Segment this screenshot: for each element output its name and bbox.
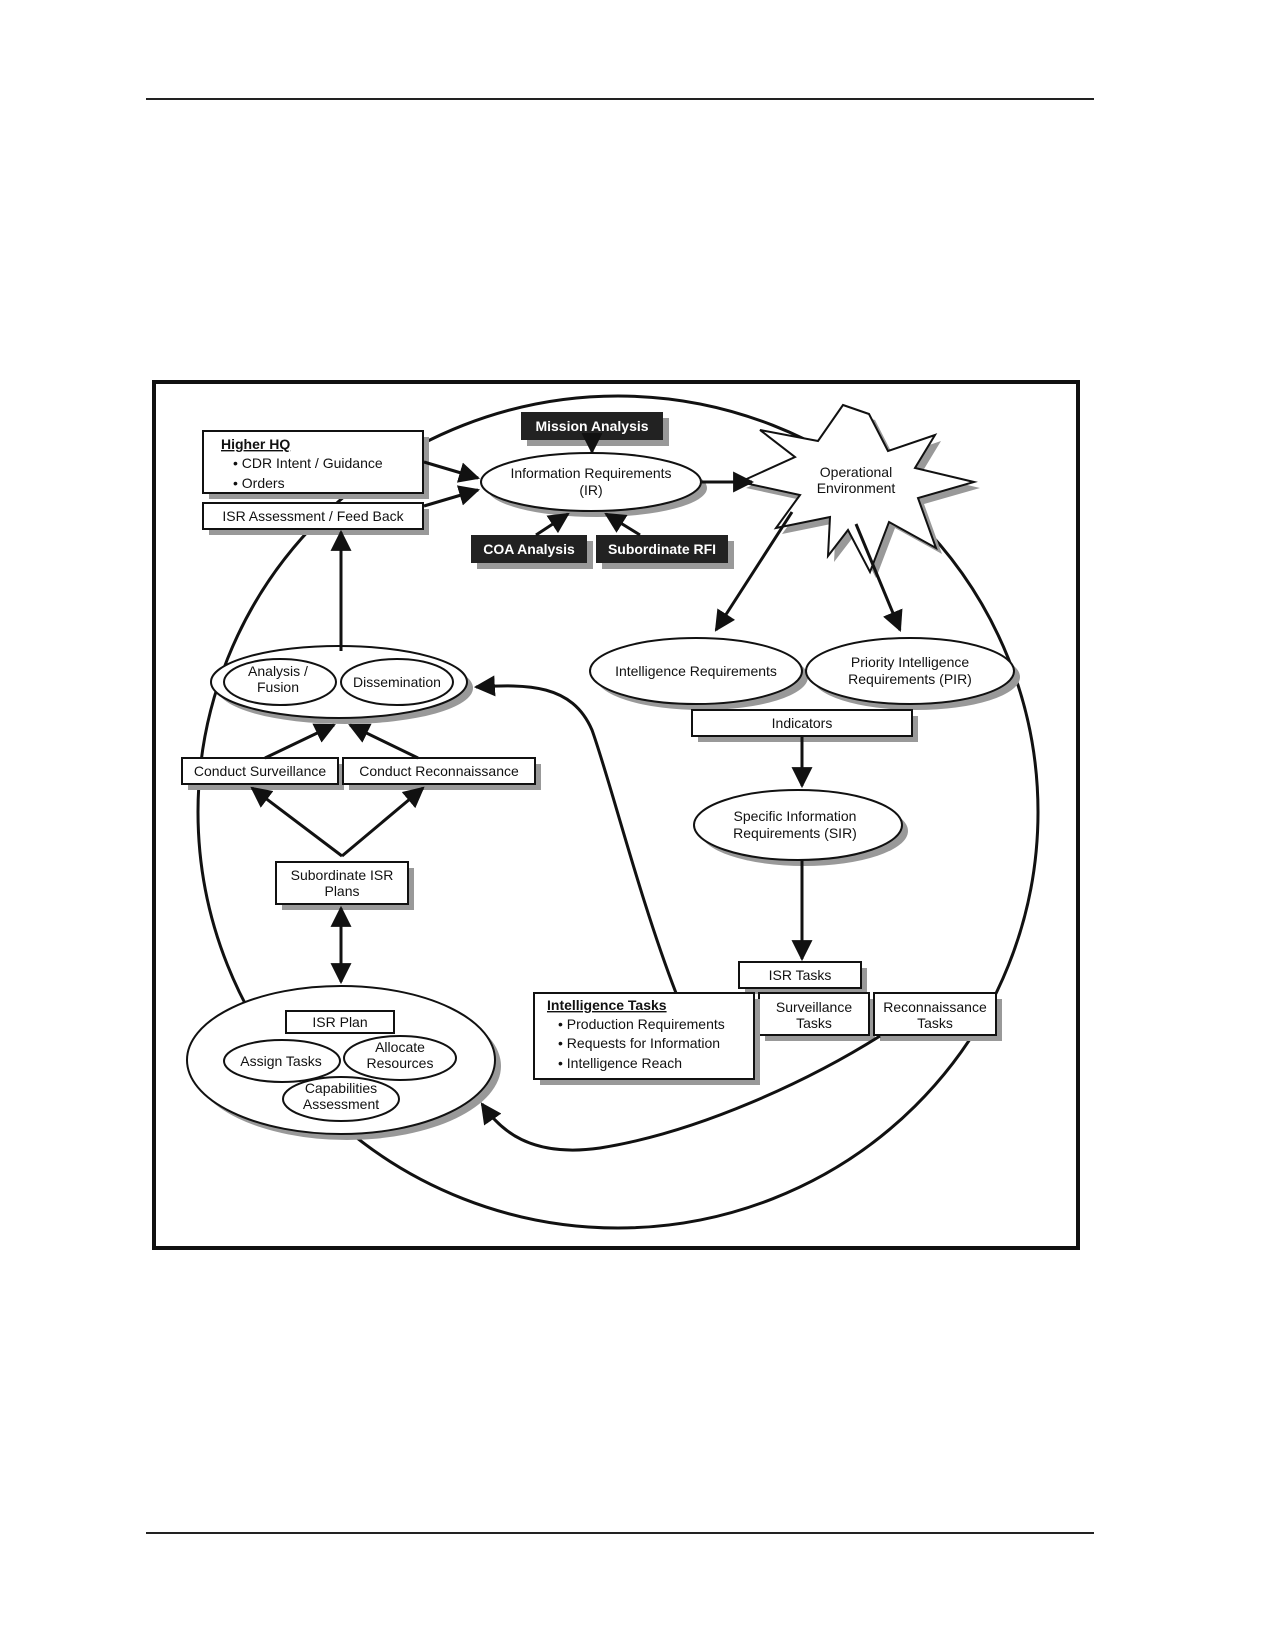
reconnaissance-tasks-box: Reconnaissance Tasks xyxy=(873,992,1002,1041)
conduct-surveillance-label: Conduct Surveillance xyxy=(194,763,327,779)
higher-hq-bullet-2: • Orders xyxy=(233,475,285,491)
subordinate-rfi-label: Subordinate RFI xyxy=(608,541,716,557)
isr-assessment-label: ISR Assessment / Feed Back xyxy=(222,508,404,524)
reconnaissance-tasks-line-2: Tasks xyxy=(917,1015,953,1031)
intelligence-tasks-box: Intelligence Tasks • Production Requirem… xyxy=(533,992,760,1085)
intelligence-tasks-bullet-3: • Intelligence Reach xyxy=(558,1055,682,1071)
isr-plan-title: ISR Plan xyxy=(312,1014,367,1030)
oe-label-line-2: Environment xyxy=(817,480,896,496)
ir-label-line-2: (IR) xyxy=(579,482,602,498)
conduct-reconnaissance-label: Conduct Reconnaissance xyxy=(359,763,519,779)
conduct-surveillance-box: Conduct Surveillance xyxy=(181,757,344,790)
sir-label-line-1: Specific Information xyxy=(734,808,857,824)
isr-tasks-box: ISR Tasks xyxy=(738,961,867,994)
assign-tasks-label: Assign Tasks xyxy=(240,1053,321,1069)
coa-analysis-label: COA Analysis xyxy=(483,541,575,557)
subordinate-isr-plans-box: Subordinate ISR Plans xyxy=(275,861,414,910)
sir-label-line-2: Requirements (SIR) xyxy=(733,825,857,841)
arrow-assessment-to-ir xyxy=(423,485,481,508)
operational-environment-burst: Operational Environment xyxy=(736,403,980,578)
allocate-resources-line-1: Allocate xyxy=(375,1039,425,1055)
arrow-rfi-to-ir xyxy=(604,512,641,537)
information-requirements-node: Information Requirements (IR) xyxy=(480,452,707,517)
arrow-hq-to-ir xyxy=(423,460,481,483)
analysis-dissemination-group: Analysis / Fusion Dissemination xyxy=(210,645,473,724)
subordinate-isr-plans-line-2: Plans xyxy=(324,883,359,899)
analysis-fusion-node xyxy=(223,658,337,706)
indicators-label: Indicators xyxy=(772,715,833,731)
isr-plan-title-box xyxy=(285,1010,395,1034)
allocate-resources-node xyxy=(343,1035,457,1081)
ir-label-line-1: Information Requirements xyxy=(510,465,671,481)
surveillance-tasks-box: Surveillance Tasks xyxy=(758,992,875,1041)
mission-analysis-box: Mission Analysis xyxy=(521,412,669,446)
subordinate-rfi-box: Subordinate RFI xyxy=(596,535,734,569)
assign-tasks-node xyxy=(223,1039,341,1083)
connector-arrows xyxy=(250,433,903,1152)
cycle-circle xyxy=(196,394,1040,1230)
arrow-sub-plans-to-reconnaissance xyxy=(341,786,425,858)
higher-hq-bullet-1: • CDR Intent / Guidance xyxy=(233,455,383,471)
intelligence-requirements-label: Intelligence Requirements xyxy=(615,663,777,679)
intelligence-tasks-bullet-2: • Requests for Information xyxy=(558,1035,720,1051)
dissemination-label: Dissemination xyxy=(353,674,441,690)
surveillance-tasks-line-1: Surveillance xyxy=(776,999,852,1015)
capabilities-assessment-node xyxy=(282,1076,400,1122)
arrow-surveillance-to-analysis xyxy=(264,723,336,760)
arrow-intel-tasks-to-dissemination xyxy=(473,675,678,994)
allocate-resources-line-2: Resources xyxy=(367,1055,434,1071)
arrow-coa-to-ir xyxy=(535,512,570,537)
arrow-sub-plans-to-surveillance xyxy=(250,786,343,858)
dissemination-node xyxy=(340,658,454,706)
intelligence-tasks-title: Intelligence Tasks xyxy=(547,997,667,1013)
isr-assessment-box: ISR Assessment / Feed Back xyxy=(202,502,429,535)
higher-hq-title: Higher HQ xyxy=(221,436,290,452)
capabilities-assessment-line-2: Assessment xyxy=(303,1096,379,1112)
header-rule xyxy=(146,98,1094,100)
arrow-oe-to-pir xyxy=(854,523,903,632)
intelligence-tasks-bullet-1: • Production Requirements xyxy=(558,1016,725,1032)
arrow-recon-to-isr-plan xyxy=(480,1034,881,1152)
reconnaissance-tasks-line-1: Reconnaissance xyxy=(883,999,987,1015)
pir-label-line-2: Requirements (PIR) xyxy=(848,671,972,687)
conduct-reconnaissance-box: Conduct Reconnaissance xyxy=(342,757,541,790)
footer-rule xyxy=(146,1532,1094,1534)
mission-analysis-label: Mission Analysis xyxy=(535,418,648,434)
sir-node: Specific Information Requirements (SIR) xyxy=(693,789,908,866)
capabilities-assessment-line-1: Capabilities xyxy=(305,1080,377,1096)
arrow-reconnaissance-to-analysis xyxy=(348,723,419,760)
higher-hq-box: Higher HQ • CDR Intent / Guidance • Orde… xyxy=(202,430,429,499)
surveillance-tasks-line-2: Tasks xyxy=(796,1015,832,1031)
oe-label-line-1: Operational xyxy=(820,464,892,480)
analysis-fusion-line-2: Fusion xyxy=(257,679,299,695)
coa-analysis-box: COA Analysis xyxy=(471,535,593,569)
isr-plan-group: ISR Plan Assign Tasks Allocate Resources… xyxy=(186,985,501,1140)
analysis-fusion-line-1: Analysis / xyxy=(248,663,308,679)
pir-node: Priority Intelligence Requirements (PIR) xyxy=(805,637,1020,710)
indicators-box: Indicators xyxy=(691,709,918,742)
arrow-oe-to-intel-req xyxy=(714,511,794,632)
isr-tasks-label: ISR Tasks xyxy=(769,967,832,983)
subordinate-isr-plans-line-1: Subordinate ISR xyxy=(291,867,394,883)
pir-label-line-1: Priority Intelligence xyxy=(851,654,969,670)
intelligence-requirements-node: Intelligence Requirements xyxy=(589,637,808,710)
